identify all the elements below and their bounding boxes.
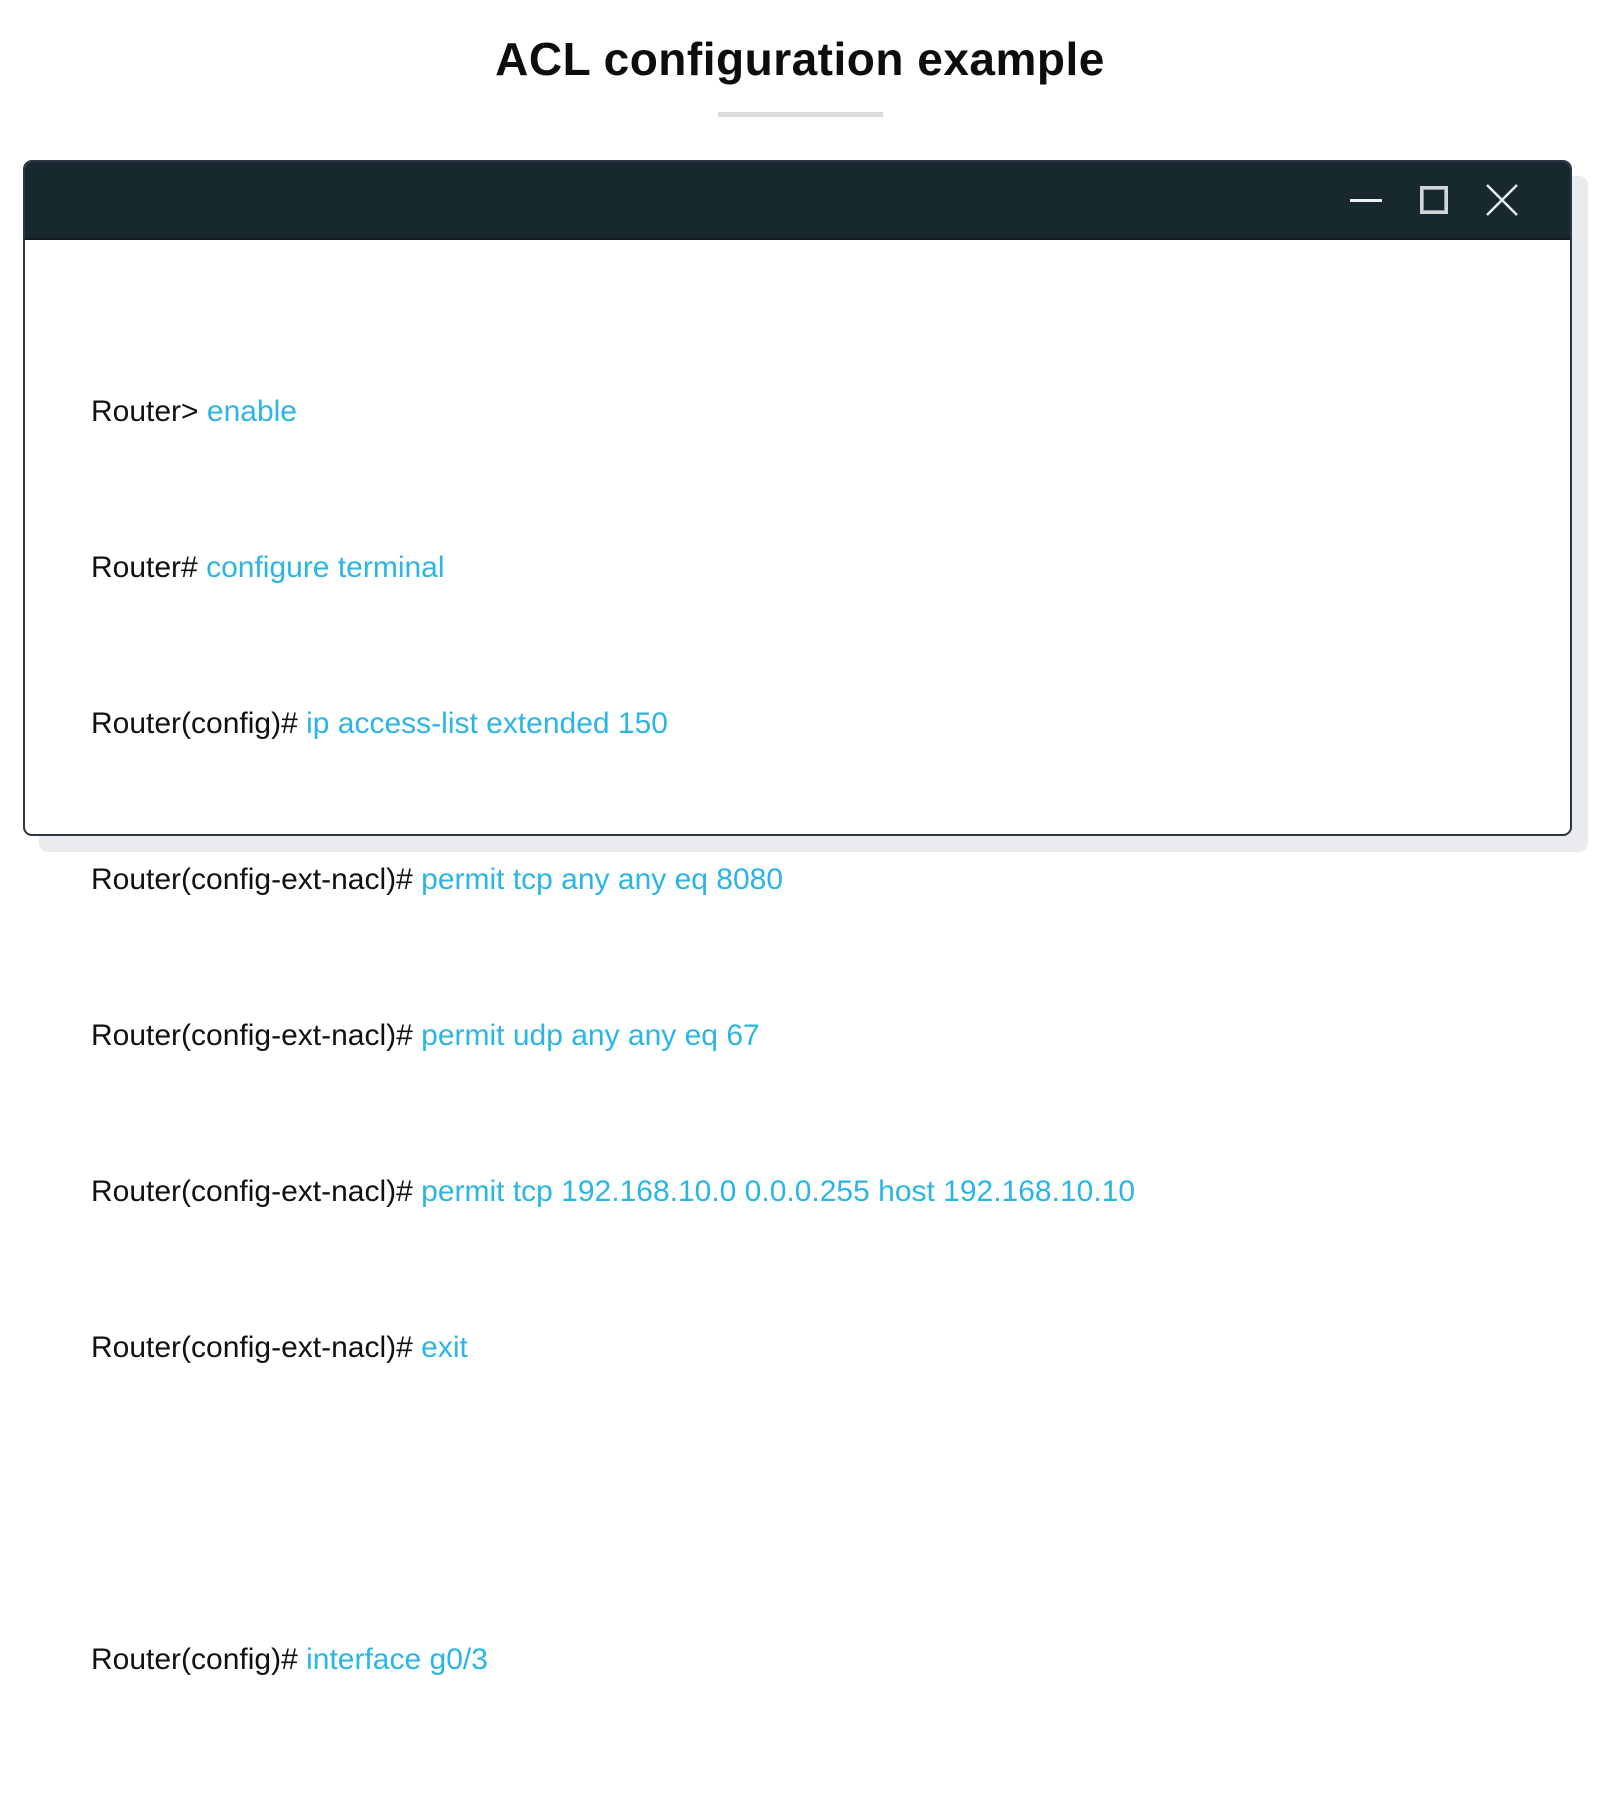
terminal-blank-line — [91, 1478, 1540, 1530]
command-text: exit — [421, 1331, 468, 1364]
title-underline — [717, 112, 883, 117]
prompt-text: Router(config-ext-nacl)# — [91, 1175, 422, 1208]
command-text: ip access-list extended 150 — [306, 707, 668, 740]
command-text: enable — [206, 395, 297, 428]
command-text: permit tcp 192.168.10.0 0.0.0.255 host 1… — [421, 1175, 1136, 1208]
terminal-line: Router(config-ext-nacl)# permit udp any … — [91, 1010, 1540, 1062]
terminal-line: Router(config-if)# ip access-group 150 o… — [91, 1790, 1540, 1800]
terminal-line: Router(config)# interface g0/3 — [91, 1634, 1540, 1686]
minimize-icon — [1350, 198, 1382, 202]
command-text: permit udp any any eq 67 — [421, 1019, 760, 1052]
prompt-text: Router# — [91, 551, 207, 584]
page-title: ACL configuration example — [495, 33, 1105, 85]
prompt-text: Router(config)# — [91, 707, 307, 740]
terminal-line: Router(config-ext-nacl)# permit tcp 192.… — [91, 1166, 1540, 1218]
terminal-line: Router(config)# ip access-list extended … — [91, 698, 1540, 750]
close-button[interactable] — [1484, 182, 1520, 218]
terminal-line: Router# configure terminal — [91, 542, 1540, 594]
terminal-body[interactable]: Router> enable Router# configure termina… — [25, 240, 1570, 1800]
window-titlebar[interactable] — [25, 162, 1570, 240]
prompt-text: Router> — [91, 395, 207, 428]
maximize-button[interactable] — [1416, 182, 1452, 218]
terminal-line: Router(config-ext-nacl)# permit tcp any … — [91, 854, 1540, 906]
page-header: ACL configuration example — [0, 0, 1600, 117]
minimize-button[interactable] — [1348, 182, 1384, 218]
window-controls — [1348, 162, 1520, 238]
command-text: ip access-group 150 out — [331, 1799, 651, 1800]
command-text: configure terminal — [206, 551, 445, 584]
command-text: interface g0/3 — [306, 1643, 488, 1676]
prompt-text: Router(config)# — [91, 1643, 307, 1676]
close-icon — [1486, 184, 1518, 216]
command-text: permit tcp any any eq 8080 — [421, 863, 784, 896]
prompt-text: Router(config-ext-nacl)# — [91, 1331, 422, 1364]
prompt-text: Router(config-ext-nacl)# — [91, 1019, 422, 1052]
maximize-icon — [1420, 186, 1448, 214]
prompt-text: Router(config-if)# — [91, 1799, 331, 1800]
terminal-line: Router> enable — [91, 386, 1540, 438]
terminal-line: Router(config-ext-nacl)# exit — [91, 1322, 1540, 1374]
terminal-window: Router> enable Router# configure termina… — [23, 160, 1572, 1800]
prompt-text: Router(config-ext-nacl)# — [91, 863, 422, 896]
